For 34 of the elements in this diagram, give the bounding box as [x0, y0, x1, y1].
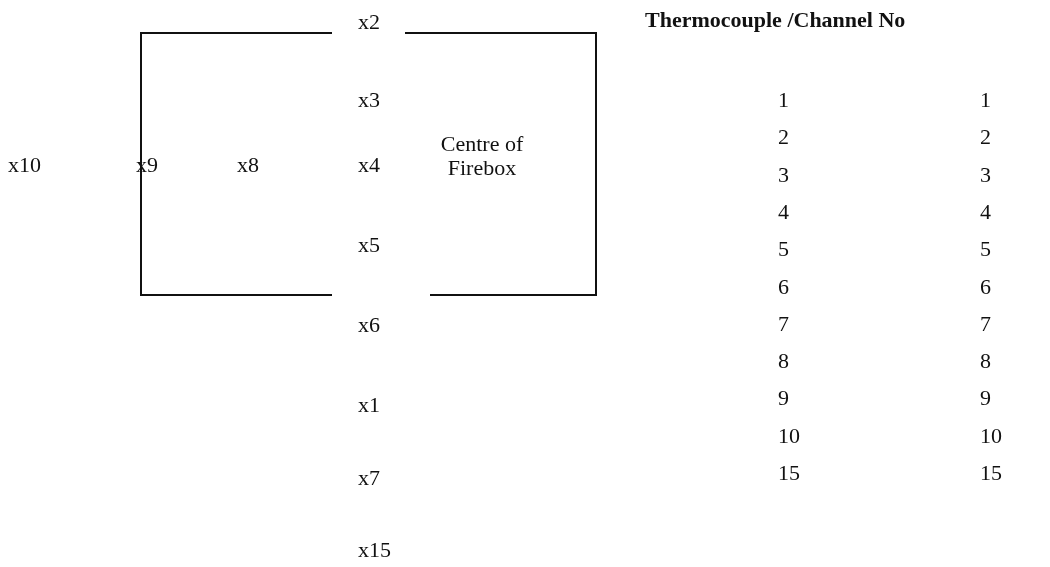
table-value: 15 [980, 461, 1002, 486]
table-value: 3 [980, 162, 991, 187]
firebox-label: Centre of Firebox [439, 132, 525, 181]
thermocouple-marker: x10 [8, 153, 41, 178]
thermocouple-marker: x5 [358, 233, 380, 258]
table-value: 9 [980, 386, 991, 411]
table-value: 9 [778, 386, 789, 411]
table-value: 5 [778, 237, 789, 262]
table-value: 8 [778, 349, 789, 374]
thermocouple-marker: x8 [237, 153, 259, 178]
thermocouple-marker: x1 [358, 393, 380, 418]
table-value: 4 [980, 199, 991, 225]
table-heading: Thermocouple /Channel No [645, 8, 906, 33]
table-value: 10 [778, 423, 800, 448]
thermocouple-marker: x6 [358, 313, 380, 338]
table-value: 2 [980, 125, 991, 150]
table-value: 3 [778, 162, 789, 187]
table-value: 7 [980, 311, 991, 336]
table-value: 10 [980, 423, 1002, 448]
thermocouple-marker: x2 [358, 10, 380, 35]
table-value: 8 [980, 349, 991, 374]
table-value: 7 [778, 311, 789, 336]
table-value: 15 [778, 461, 800, 486]
thermocouple-marker: x4 [358, 153, 380, 178]
table-value: 1 [778, 88, 789, 113]
thermocouple-marker: x15 [358, 538, 391, 563]
table-value: 1 [980, 88, 991, 113]
table-value: 6 [778, 274, 789, 299]
table-value: 2 [778, 125, 789, 150]
thermocouple-marker: x3 [358, 88, 380, 113]
table-value: 4 [778, 199, 789, 225]
table-value: 6 [980, 274, 991, 299]
thermocouple-marker: x7 [358, 466, 380, 491]
table-value: 5 [980, 237, 991, 262]
